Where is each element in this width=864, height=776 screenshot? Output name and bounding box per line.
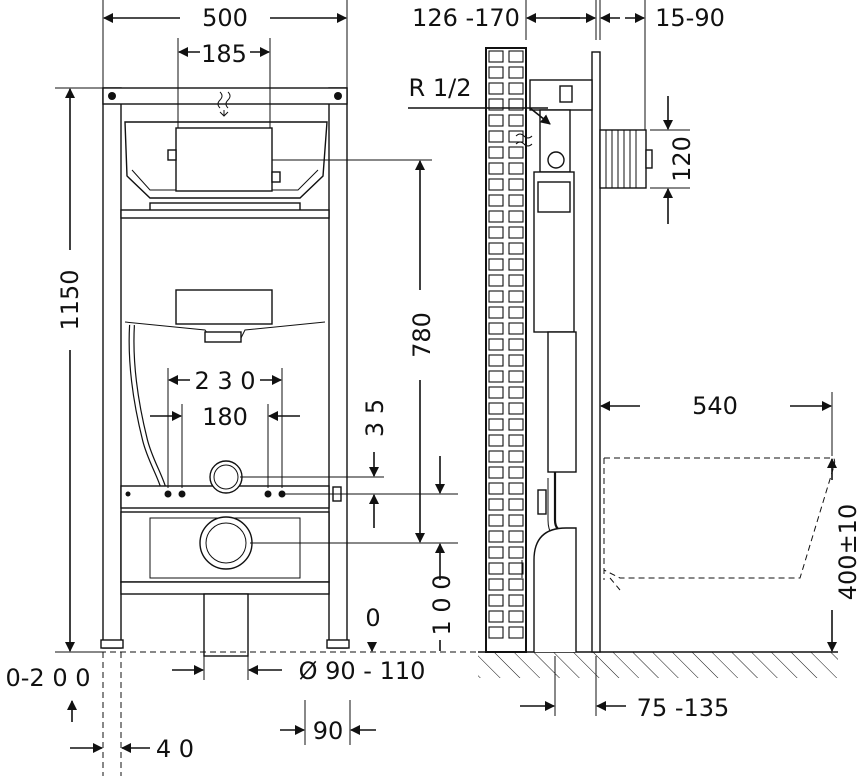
label-15-90: 15-90 bbox=[655, 4, 725, 32]
label-100: 1 0 0 bbox=[428, 574, 456, 635]
front-plate bbox=[591, 51, 601, 653]
drain-connection bbox=[199, 516, 253, 570]
side-view bbox=[478, 47, 838, 678]
tile-wall bbox=[485, 47, 527, 653]
front-dimensions: 500 185 1150 780 2 3 0 180 bbox=[6, 0, 480, 776]
top-crossbar bbox=[102, 87, 348, 105]
toilet-bowl bbox=[603, 457, 836, 579]
flush-box bbox=[599, 129, 647, 189]
label-0: 0 bbox=[365, 604, 380, 632]
label-230: 2 3 0 bbox=[194, 367, 255, 395]
label-180: 180 bbox=[202, 403, 248, 431]
label-75-135: 75 -135 bbox=[637, 694, 730, 722]
right-upright bbox=[328, 87, 348, 649]
label-r-half: R 1/2 bbox=[409, 74, 472, 102]
left-upright bbox=[102, 87, 122, 649]
water-inlet bbox=[209, 460, 243, 494]
label-120: 120 bbox=[668, 136, 696, 182]
label-1150: 1150 bbox=[56, 269, 84, 330]
cistern-opening bbox=[175, 127, 273, 192]
label-40: 4 0 bbox=[156, 735, 194, 763]
label-126-170: 126 -170 bbox=[412, 4, 520, 32]
label-0-200: 0-2 0 0 bbox=[6, 664, 91, 692]
side-dimensions: 126 -170 15-90 R 1/2 120 540 400±10 75 -… bbox=[408, 0, 862, 722]
front-view bbox=[100, 87, 350, 657]
label-780: 780 bbox=[408, 312, 436, 358]
label-diameter: Ø 90 - 110 bbox=[299, 657, 426, 685]
drain-bend bbox=[533, 527, 577, 652]
label-35: 3 5 bbox=[361, 399, 389, 437]
label-400: 400±10 bbox=[834, 504, 862, 600]
label-90: 90 bbox=[313, 717, 344, 745]
floor-hatch bbox=[478, 652, 838, 678]
label-185: 185 bbox=[201, 40, 247, 68]
label-500: 500 bbox=[202, 4, 248, 32]
label-540: 540 bbox=[692, 392, 738, 420]
